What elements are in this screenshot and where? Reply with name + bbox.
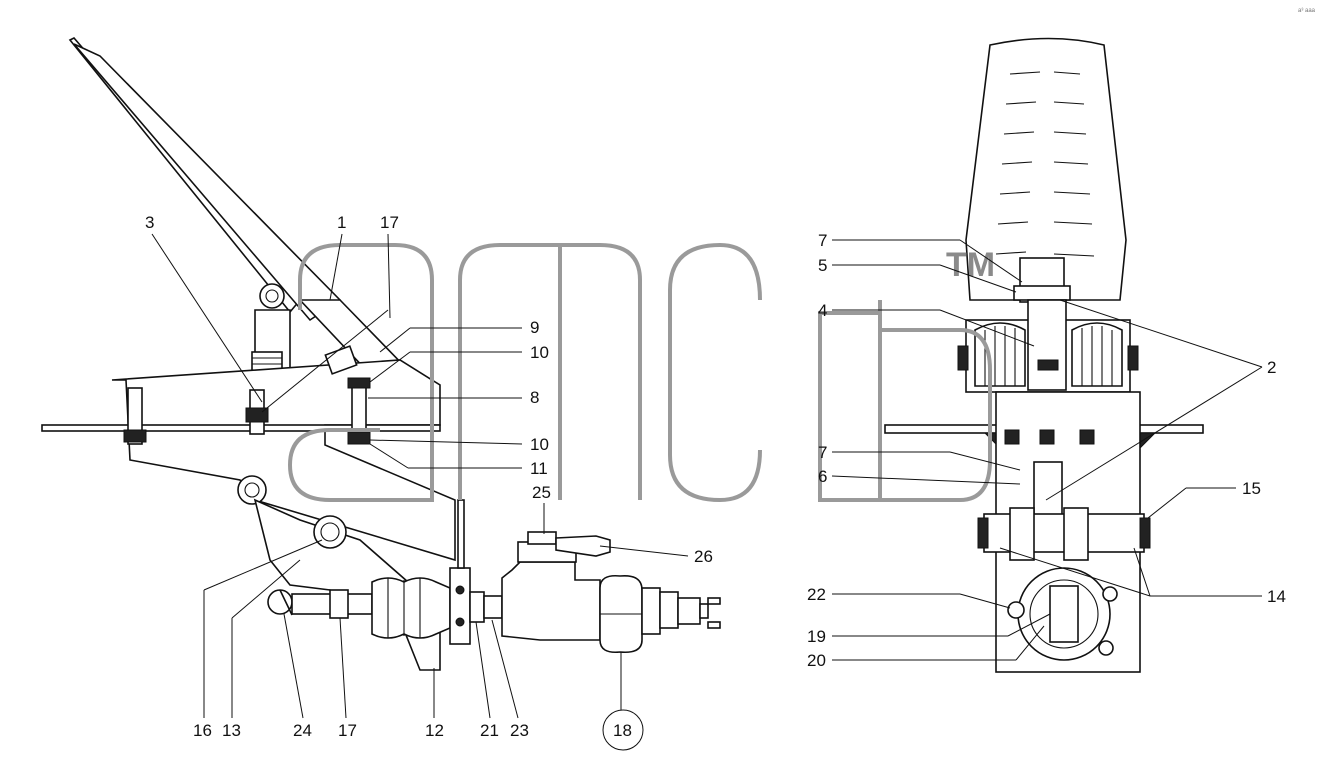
hinge-spring-left	[1009, 507, 1035, 561]
callout-17-top: 17	[380, 213, 399, 232]
callout-22: 22	[807, 585, 826, 604]
callout-4: 4	[818, 301, 827, 320]
callout-18: 18	[613, 721, 632, 740]
callout-12: 12	[425, 721, 444, 740]
bolt-left	[123, 387, 147, 445]
right-front-view	[884, 37, 1204, 673]
bolt-right	[347, 377, 371, 445]
callout-26: 26	[694, 547, 713, 566]
callout-8: 8	[530, 388, 539, 407]
hinge-end-left	[977, 517, 989, 549]
push-rod-nut	[329, 589, 349, 619]
outlet-nut	[641, 587, 661, 635]
rubber-boot	[371, 577, 451, 639]
pivot-bushing-upper-inner	[265, 289, 279, 303]
inlet-banjo	[527, 531, 557, 545]
inlet-hose-nipple	[555, 535, 611, 557]
callout-7-top: 7	[818, 231, 827, 250]
watermark: TM	[287, 242, 995, 503]
central-rod	[1027, 299, 1067, 391]
pivot-bushing-upper	[259, 283, 285, 309]
mount-hole-1	[1007, 601, 1025, 619]
lever-roller	[313, 515, 347, 549]
callout-9: 9	[530, 318, 539, 337]
callout-3: 3	[145, 213, 154, 232]
pedal-pad-ribs	[995, 71, 1095, 257]
switch-terminal-1	[707, 597, 721, 605]
mount-hole-2	[1102, 586, 1118, 602]
floor-plate	[41, 424, 441, 432]
master-cylinder-body	[501, 561, 601, 641]
hinge-spring-right	[1063, 507, 1089, 561]
callout-24: 24	[293, 721, 312, 740]
cylinder-flange	[449, 567, 471, 645]
spring-right	[1071, 322, 1123, 387]
callout-10-top: 10	[530, 343, 549, 362]
switch-hex	[677, 597, 701, 625]
callout-15: 15	[1242, 479, 1261, 498]
left-callouts: 3 1 17 9 10 8 10 11 25 26 16 13 24 17 12	[145, 213, 713, 751]
callout-10-bottom: 10	[530, 435, 549, 454]
callout-11: 11	[530, 459, 548, 478]
watermark-tm: TM	[946, 246, 995, 284]
mount-hole-3	[1098, 640, 1114, 656]
callout-16: 16	[193, 721, 212, 740]
callout-7-bottom: 7	[818, 443, 827, 462]
lower-rod	[1033, 461, 1063, 523]
callout-18-circle	[602, 709, 644, 751]
bolt-center	[245, 389, 269, 435]
callout-21: 21	[480, 721, 499, 740]
callout-20: 20	[807, 651, 826, 670]
hinge-end-right	[1139, 517, 1151, 549]
callout-23: 23	[510, 721, 529, 740]
cylinder-rod-front	[1049, 585, 1079, 643]
left-side-view	[41, 37, 721, 671]
flange-washer	[483, 595, 503, 619]
callout-1: 1	[337, 213, 346, 232]
right-callouts: 7 5 4 2 7 6 15 14 22 19 20	[807, 231, 1286, 670]
side-bolt-left	[957, 345, 969, 371]
callout-17-bottom: 17	[338, 721, 357, 740]
clevis-pin	[267, 589, 293, 615]
mounting-bracket	[111, 359, 456, 562]
upper-pin	[1013, 285, 1071, 301]
callout-25: 25	[532, 483, 551, 502]
switch-terminal-2	[707, 621, 721, 629]
switch-body	[659, 591, 679, 629]
pivot-bushing-lower	[237, 475, 267, 505]
callout-5: 5	[818, 256, 827, 275]
callout-14: 14	[1267, 587, 1286, 606]
callout-13: 13	[222, 721, 241, 740]
corner-mark: a³ aaa	[1298, 8, 1316, 14]
bracket-web	[457, 499, 465, 569]
callout-2: 2	[1267, 358, 1276, 377]
switch-terminal-body	[699, 603, 709, 619]
callout-19: 19	[807, 627, 826, 646]
flange-nut	[469, 591, 485, 623]
side-bolt-right	[1127, 345, 1139, 371]
callout-6: 6	[818, 467, 827, 486]
